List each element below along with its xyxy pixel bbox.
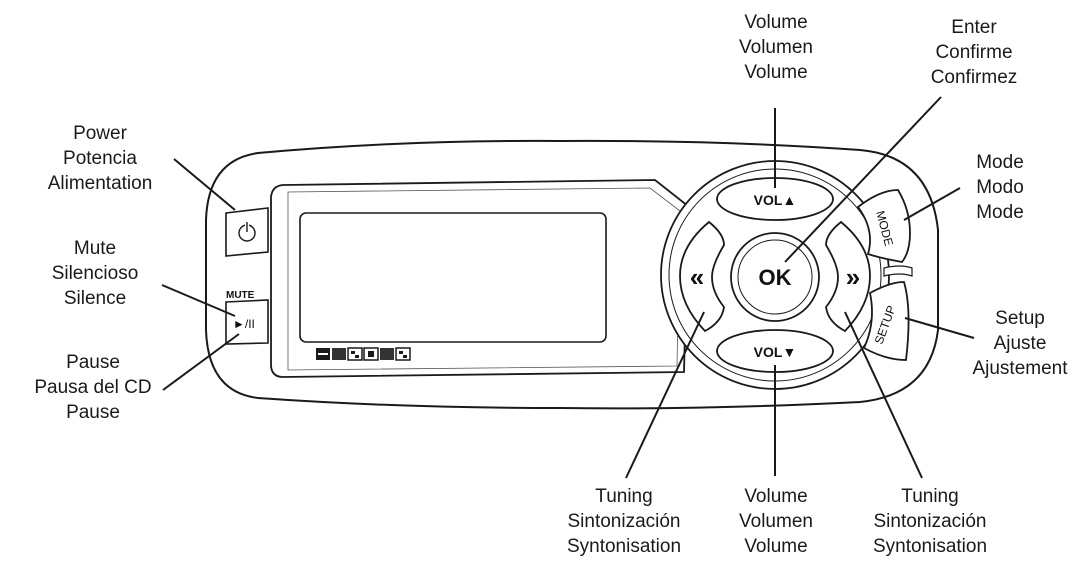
volume-up-label: VOL▲ <box>754 192 797 208</box>
indicator-icon <box>355 355 359 358</box>
indicator-icon <box>351 351 355 354</box>
callout-line: Volume <box>744 536 808 557</box>
navigation-pad: VOL▲ VOL▼ « » OK <box>660 160 890 390</box>
callout-tuning-forward: Tuning Sintonización Syntonisation <box>856 484 1004 559</box>
callout-line: Setup <box>995 308 1045 329</box>
indicator-icon <box>399 351 403 354</box>
callout-line: Tuning <box>595 486 653 507</box>
callout-setup: Setup Ajuste Ajustement <box>960 306 1080 381</box>
callout-line: Volumen <box>739 511 813 532</box>
callout-line: Confirmez <box>930 67 1018 88</box>
indicator-icon <box>318 353 328 355</box>
callout-line: Volume <box>744 12 808 33</box>
callout-line: Volumen <box>739 37 813 58</box>
callout-line: Mode <box>976 152 1024 173</box>
callout-line: Syntonisation <box>872 536 988 557</box>
leader-lines <box>161 96 975 479</box>
indicator-icon <box>380 348 394 360</box>
callout-mute: Mute Silencioso Silence <box>35 236 155 311</box>
leader-line <box>903 187 961 221</box>
leader-line <box>173 158 236 211</box>
ok-label: OK <box>759 265 792 290</box>
callout-mode: Mode Modo Mode <box>948 150 1052 225</box>
callout-line: Silence <box>63 288 127 309</box>
callout-line: Enter <box>951 17 997 38</box>
callout-line: Alimentation <box>47 173 153 194</box>
callout-line: Power <box>73 123 127 144</box>
lcd-display <box>299 212 607 343</box>
callout-volume-up: Volume Volumen Volume <box>726 10 826 85</box>
indicator-icons <box>316 347 411 361</box>
tuning-forward-button[interactable]: » <box>825 220 871 333</box>
leader-line <box>784 96 942 263</box>
rewind-icon: « <box>690 262 704 292</box>
indicator-icon <box>368 351 374 357</box>
play-pause-button[interactable]: ►/II <box>225 299 269 345</box>
callout-line: Volume <box>744 62 808 83</box>
mute-label: MUTE <box>226 290 255 301</box>
callout-volume-down: Volume Volumen Volume <box>726 484 826 559</box>
callout-line: Tuning <box>901 486 959 507</box>
leader-line <box>904 317 975 339</box>
mode-button[interactable]: MODE <box>856 189 911 263</box>
callout-line: Pause <box>66 352 120 373</box>
leader-line <box>162 333 240 391</box>
callout-tuning-back: Tuning Sintonización Syntonisation <box>550 484 698 559</box>
callout-power: Power Potencia Alimentation <box>30 121 170 196</box>
callout-line: Sintonización <box>873 511 987 532</box>
indicator-icon <box>332 348 346 360</box>
callout-pause: Pause Pausa del CD Pause <box>18 350 168 425</box>
tuning-back-button[interactable]: « <box>679 220 725 333</box>
leader-line <box>161 284 236 317</box>
divider-slot <box>883 265 913 277</box>
leader-line <box>844 311 923 479</box>
callout-line: Ajuste <box>993 333 1047 354</box>
callout-line: Syntonisation <box>566 536 682 557</box>
callout-enter: Enter Confirme Confirmez <box>904 15 1044 90</box>
callout-line: Ajustement <box>972 358 1068 379</box>
callout-line: Potencia <box>63 148 137 169</box>
callout-line: Confirme <box>935 42 1013 63</box>
volume-down-button[interactable]: VOL▼ <box>716 329 834 373</box>
callout-line: Pause <box>66 402 120 423</box>
volume-up-button[interactable]: VOL▲ <box>716 177 834 221</box>
play-pause-icon: ►/II <box>233 317 255 331</box>
callout-line: Modo <box>976 177 1024 198</box>
indicator-icon <box>403 355 407 358</box>
callout-line: Mute <box>73 238 117 259</box>
callout-line: Mode <box>976 202 1024 223</box>
leader-line <box>625 311 705 479</box>
callout-line: Pausa del CD <box>34 377 152 398</box>
power-icon <box>238 222 256 242</box>
ok-button[interactable]: OK <box>730 232 820 322</box>
volume-down-label: VOL▼ <box>754 344 797 360</box>
callout-line: Silencioso <box>51 263 139 284</box>
callout-line: Volume <box>744 486 808 507</box>
setup-button[interactable]: SETUP <box>862 281 910 361</box>
callout-line: Sintonización <box>567 511 681 532</box>
forward-icon: » <box>846 262 860 292</box>
power-button[interactable] <box>225 207 269 257</box>
